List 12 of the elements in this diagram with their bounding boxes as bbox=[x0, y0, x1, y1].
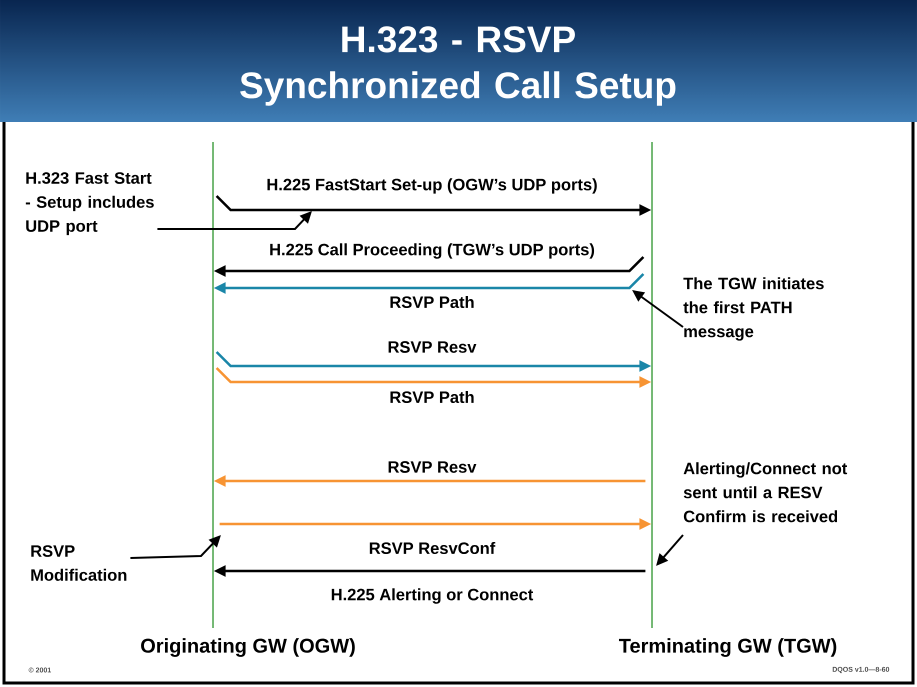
edge-label: H.225 Call Proceeding (TGW’s UDP ports) bbox=[270, 243, 594, 259]
annotation: RSVP Modification bbox=[31, 545, 126, 581]
edge-label: RSVP Path bbox=[390, 390, 474, 404]
edge-label: RSVP ResvConf bbox=[370, 542, 496, 554]
edge-label: RSVP Resv bbox=[388, 461, 476, 473]
edge-label: H.225 FastStart Set-up (OGW’s UDP ports) bbox=[267, 178, 597, 194]
edge-label: RSVP Resv bbox=[388, 341, 476, 353]
annotation: Alerting/Connect not sent until a RESV Confirm is received bbox=[684, 462, 848, 522]
title: H.323 - RSVP Synchronized Call Setup bbox=[240, 26, 676, 106]
annotation: H.323 Fast Start - Setup includes UDP port bbox=[26, 172, 154, 236]
edge-label: RSVP Path bbox=[390, 296, 474, 308]
edge-label: H.225 Alerting or Connect bbox=[332, 588, 534, 604]
